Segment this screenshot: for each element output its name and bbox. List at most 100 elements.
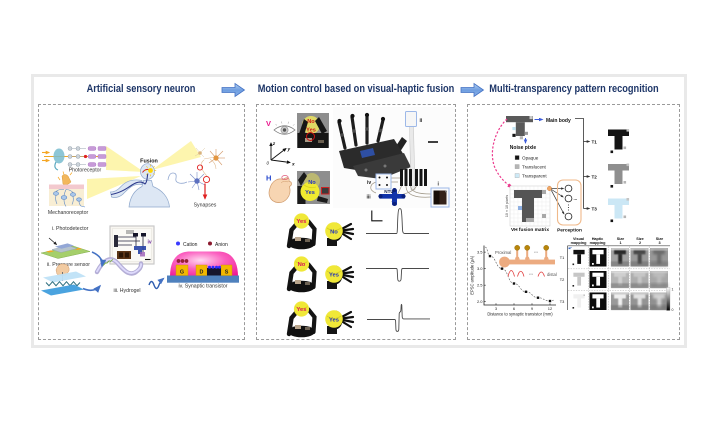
t-stem <box>637 298 642 308</box>
gripper-detail <box>295 325 301 329</box>
t-stem <box>618 254 623 264</box>
matrix-cell <box>534 194 538 198</box>
matrix-cell <box>530 198 534 202</box>
t-bar <box>614 272 626 277</box>
gripper-arm-right <box>306 262 317 290</box>
legend-swatch <box>514 164 520 169</box>
data-point <box>500 267 504 270</box>
synaptic-transistor-label: iv. Synaptic transistor <box>179 284 228 290</box>
anion-label: Anion <box>215 242 228 248</box>
colorbar-min-label: 0 <box>672 308 674 312</box>
matrix-cell <box>542 214 546 218</box>
device-i-label: i <box>438 182 440 188</box>
matrix-cell <box>526 190 530 194</box>
y-tick-label: 3.0 <box>477 266 483 271</box>
gripper-detail <box>305 282 310 285</box>
inset-dots-top: ... <box>534 249 538 254</box>
waveform-scalebar <box>371 210 383 222</box>
target-label: T3 <box>592 206 598 211</box>
cell-highlight <box>611 292 629 295</box>
tennis-ball <box>325 310 343 328</box>
hydrogel-label: iii. Hydrogel <box>113 288 140 294</box>
t-stem <box>577 298 582 308</box>
matrix-cell <box>526 206 530 210</box>
table-col-header: mapping <box>571 241 588 245</box>
cell-shadow <box>630 261 649 267</box>
t-bar <box>592 249 604 255</box>
response-waveform <box>366 268 429 282</box>
ball-seam <box>326 270 342 274</box>
y-tick-label: 3.5 <box>477 250 483 255</box>
cation-label: Cation <box>183 242 198 248</box>
cell-size-3 <box>650 271 668 288</box>
pattern-noise <box>626 198 630 201</box>
gripper-detail <box>305 327 310 330</box>
cell-shadow <box>650 261 668 267</box>
gripper-photo: No <box>286 256 317 293</box>
setup-photo: ii <box>333 107 455 208</box>
t-bar <box>633 249 646 255</box>
visual-input: V <box>266 119 296 135</box>
panel1-title: Artificial sensory neuron <box>86 83 196 95</box>
matrix-cell <box>522 210 526 214</box>
human-silhouette: Fusion <box>110 159 170 208</box>
ntu-label: NTU <box>384 189 394 194</box>
pattern-noise <box>610 185 614 188</box>
t-stem <box>637 276 642 286</box>
t-bar <box>633 294 646 299</box>
cell-highlight <box>611 271 629 274</box>
hand-state-label: Yes <box>329 273 339 279</box>
panel2-title: Motion control based on visual-haptic fu… <box>257 83 455 95</box>
matrix-cell <box>530 194 534 198</box>
table-col-header: mapping <box>590 241 607 245</box>
y-tick-label: 2.0 <box>477 299 483 304</box>
matrix-label: VH fusion matrix <box>511 227 549 233</box>
ball-seam <box>295 306 308 310</box>
gripper-detail <box>295 280 301 284</box>
hand-state-label: No <box>330 230 338 236</box>
table-col-header: Size <box>617 237 625 241</box>
mechanoreceptor-label: Mechanoreceptor <box>48 210 89 216</box>
inset-synapses: ... <box>514 244 550 260</box>
cell-shadow <box>611 305 629 310</box>
cell-size-1 <box>611 248 629 267</box>
matrix-cell <box>526 198 530 202</box>
photoreceptor-illustration: Photoreceptor <box>42 146 107 174</box>
legend-entry: Translucent <box>514 164 547 170</box>
photodetector-illustration: i. Photodetector <box>40 226 91 259</box>
panel1-graphic: Photoreceptor Mec <box>40 141 239 296</box>
block-arrow-icon <box>221 82 246 98</box>
cell-t-glyph <box>573 249 585 264</box>
cell-t-glyph <box>633 249 646 264</box>
matrix-cell <box>522 198 526 202</box>
tennis-ball <box>325 265 343 283</box>
perception-dots-h: ... <box>574 196 578 201</box>
matrix-cell <box>526 218 530 222</box>
cell-shadow <box>630 305 649 310</box>
ball-seam <box>326 227 342 231</box>
flow-arrow-2 <box>460 82 485 98</box>
panel3-graphic: Main body Noise pixle OpaqueTranslucentT… <box>470 116 674 317</box>
grip-state-label: Yes <box>297 307 307 313</box>
legend-label: Translucent <box>522 165 547 170</box>
device-ii-label: ii <box>420 118 423 124</box>
matrix-cell <box>526 214 530 218</box>
gripper-base <box>288 325 315 338</box>
t-stem <box>577 276 582 286</box>
matrix-cell <box>518 194 522 198</box>
mapping-table: VisualmappingHapticmappingSize1Size2Size… <box>560 237 674 312</box>
t-bar <box>653 249 665 255</box>
hand-state-label: Yes <box>329 318 339 324</box>
response-waveform <box>366 208 429 234</box>
visual-photo-no-label: No <box>307 119 315 125</box>
data-point <box>536 296 540 299</box>
x-tick-label: 12 <box>548 306 553 311</box>
legend-entry: Transparent <box>514 173 547 179</box>
pattern-noise <box>626 129 630 132</box>
cell-size-1 <box>611 292 629 310</box>
legend-label: Transparent <box>522 174 547 179</box>
target-label: T2 <box>592 174 598 179</box>
